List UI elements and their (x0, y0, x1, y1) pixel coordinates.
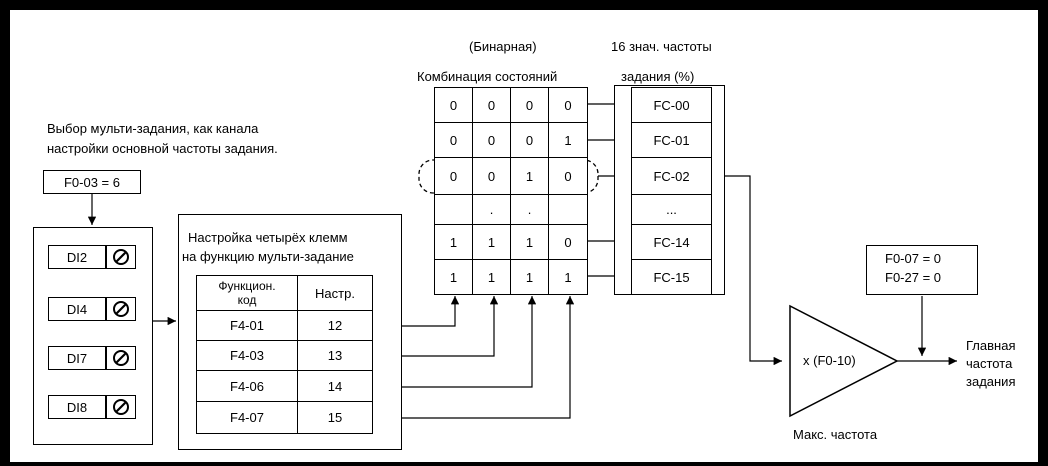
table-row-code: F4-01 (196, 310, 298, 341)
state-cell: 0 (434, 87, 473, 123)
state-cell: 0 (548, 224, 588, 260)
state-cell: 0 (510, 87, 549, 123)
amplifier-label: x (F0-10) (803, 353, 856, 368)
output-label-line2: частота (966, 356, 1013, 371)
state-cell: . (472, 194, 511, 225)
terminal-symbol-icon (106, 297, 136, 321)
combination-label: Комбинация состояний (417, 69, 558, 84)
state-cell: 0 (434, 122, 473, 158)
state-cell: 1 (510, 157, 549, 195)
table-row-code: F4-06 (196, 370, 298, 402)
table-row-value: 15 (297, 401, 373, 434)
terminal-label: DI2 (48, 245, 106, 269)
setup-text-line1: Настройка четырёх клемм (188, 230, 348, 245)
state-cell: 0 (472, 122, 511, 158)
table-header-setting: Настр. (297, 275, 373, 311)
terminal-symbol-icon (106, 395, 136, 419)
select-text-line2: настройки основной частоты задания. (47, 141, 278, 156)
state-cell: 1 (472, 224, 511, 260)
f0-07-box (866, 245, 978, 295)
fc-value: FC-14 (631, 224, 712, 260)
state-cell: 1 (510, 259, 549, 295)
f0-03-label: F0-03 = 6 (63, 174, 120, 190)
state-cell: 1 (548, 122, 588, 158)
table-row-code: F4-07 (196, 401, 298, 434)
amplifier-triangle (789, 304, 899, 418)
state-cell: 1 (510, 224, 549, 260)
state-cell (434, 194, 473, 225)
terminal-symbol-icon (106, 245, 136, 269)
state-cell (548, 194, 588, 225)
values-label-line1: 16 знач. частоты (611, 39, 712, 54)
setup-text-line2: на функцию мульти-задание (182, 249, 354, 264)
state-cell: 0 (548, 87, 588, 123)
terminal-label: DI4 (48, 297, 106, 321)
state-cell: 1 (434, 224, 473, 260)
table-row-code: F4-03 (196, 340, 298, 371)
values-label-line2: задания (%) (621, 69, 695, 84)
fc-value: FC-15 (631, 259, 712, 295)
output-label-line1: Главная (966, 338, 1016, 353)
state-cell: 1 (472, 259, 511, 295)
binary-label: (Бинарная) (469, 39, 537, 54)
output-label-line3: задания (966, 374, 1016, 389)
table-row-value: 14 (297, 370, 373, 402)
table-row-value: 13 (297, 340, 373, 371)
f0-07-label: F0-07 = 0 (885, 251, 942, 266)
state-cell: 0 (472, 87, 511, 123)
fc-value: FC-00 (631, 87, 712, 123)
fc-value: FC-01 (631, 122, 712, 158)
f0-03-box: F0-03 = 6 (43, 170, 141, 194)
table-header-code: Функцион. код (196, 275, 298, 311)
state-cell: 1 (548, 259, 588, 295)
state-cell: 1 (434, 259, 473, 295)
state-cell: 0 (472, 157, 511, 195)
table-row-value: 12 (297, 310, 373, 341)
fc-value: ... (631, 194, 712, 225)
state-cell: . (510, 194, 549, 225)
fc-value: FC-02 (631, 157, 712, 195)
terminal-label: DI8 (48, 395, 106, 419)
f0-27-label: F0-27 = 0 (885, 270, 942, 285)
terminal-label: DI7 (48, 346, 106, 370)
select-text-line1: Выбор мульти-задания, как канала (47, 121, 259, 136)
max-frequency-label: Макс. частота (793, 427, 878, 442)
state-cell: 0 (434, 157, 473, 195)
state-cell: 0 (548, 157, 588, 195)
state-cell: 0 (510, 122, 549, 158)
terminal-symbol-icon (106, 346, 136, 370)
